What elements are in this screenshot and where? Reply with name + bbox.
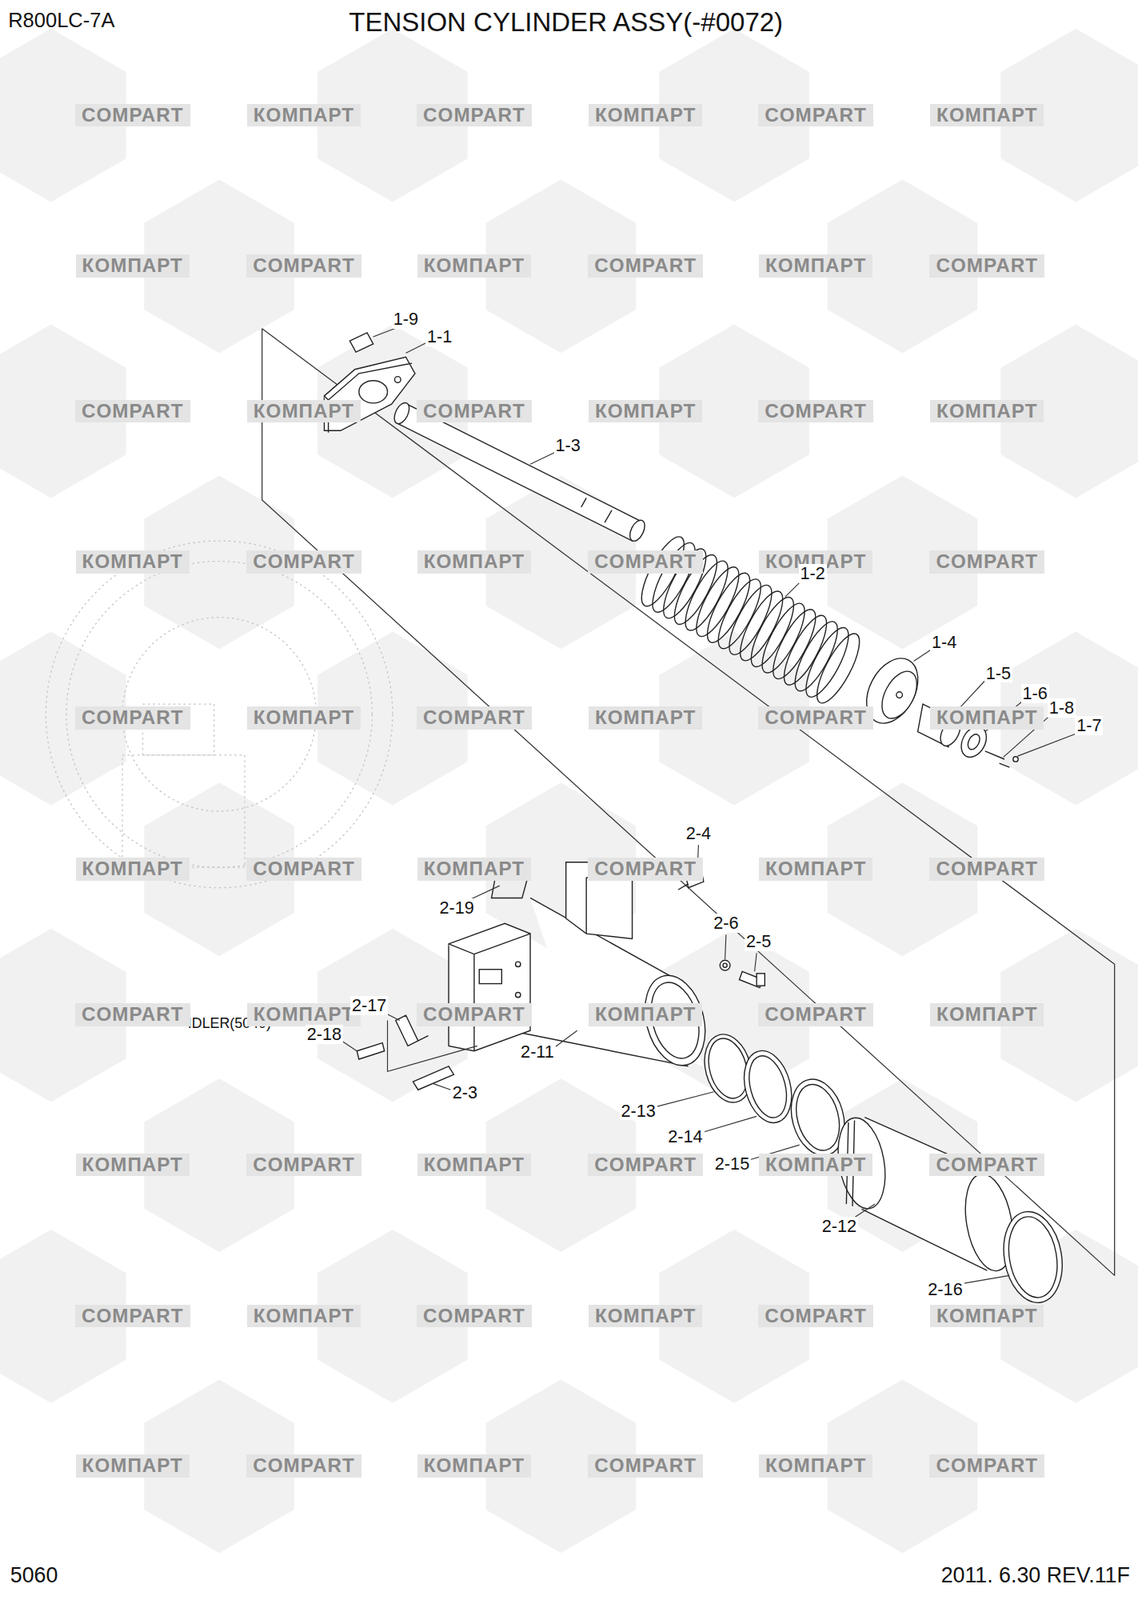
- callout-number: 1-5: [984, 663, 1013, 683]
- watermark: COMPART: [416, 103, 532, 128]
- callout-number: 2-15: [713, 1153, 751, 1174]
- watermark: КОМПАРТ: [247, 706, 361, 730]
- watermark: КОМПАРТ: [758, 1453, 873, 1478]
- callout-number: 2-12: [820, 1216, 859, 1236]
- revision-date: 2011. 6.30 REV.11F: [941, 1563, 1131, 1587]
- watermark: КОМПАРТ: [75, 1153, 190, 1177]
- callout-number: 2-16: [926, 1279, 964, 1299]
- watermark: КОМПАРТ: [417, 550, 532, 574]
- leader-lines: [338, 326, 1079, 1283]
- watermark: COMPART: [929, 550, 1045, 574]
- watermark: COMPART: [758, 399, 874, 424]
- watermark: COMPART: [929, 1453, 1045, 1478]
- page-title: TENSION CYLINDER ASSY(-#0072): [348, 7, 783, 38]
- callout-number: 2-5: [744, 931, 773, 951]
- watermark: КОМПАРТ: [758, 857, 873, 881]
- callout-number: 1-4: [930, 632, 959, 652]
- watermark: КОМПАРТ: [930, 103, 1044, 128]
- watermark: COMPART: [75, 1002, 191, 1027]
- spring-coil: [809, 627, 868, 708]
- watermark: COMPART: [246, 1153, 362, 1177]
- callout-number: 2-13: [619, 1101, 658, 1121]
- watermark: КОМПАРТ: [930, 706, 1044, 730]
- callout-number: 1-6: [1021, 683, 1050, 703]
- watermark: COMPART: [929, 254, 1045, 278]
- watermark: COMPART: [246, 254, 362, 278]
- watermark: COMPART: [246, 550, 362, 574]
- idler-ghost: [45, 540, 393, 888]
- watermark: КОМПАРТ: [417, 1453, 532, 1478]
- watermark: COMPART: [416, 706, 532, 730]
- watermark: КОМПАРТ: [588, 706, 703, 730]
- watermark: КОМПАРТ: [247, 103, 361, 128]
- watermark: КОМПАРТ: [417, 857, 532, 881]
- page-number: 5060: [10, 1563, 59, 1587]
- watermark: КОМПАРТ: [247, 1002, 361, 1027]
- callout-number: 2-18: [305, 1024, 344, 1044]
- watermark: КОМПАРТ: [75, 857, 190, 881]
- cylinder-assembly: [356, 862, 1070, 1307]
- watermark: COMPART: [75, 399, 191, 424]
- assembly-frame: [262, 328, 1115, 1276]
- watermark: COMPART: [929, 857, 1045, 881]
- watermark: КОМПАРТ: [758, 254, 873, 278]
- watermark: COMPART: [758, 706, 874, 730]
- watermark: COMPART: [587, 1153, 703, 1177]
- callout-number: 2-19: [438, 898, 476, 918]
- callout-number: 2-6: [711, 913, 740, 933]
- watermark: КОМПАРТ: [588, 399, 703, 424]
- watermark: COMPART: [416, 1002, 532, 1027]
- watermark: COMPART: [758, 1304, 874, 1328]
- watermark: КОМПАРТ: [417, 254, 532, 278]
- watermark: COMPART: [587, 857, 703, 881]
- watermark: COMPART: [587, 550, 703, 574]
- watermark: COMPART: [246, 857, 362, 881]
- callout-number: 1-8: [1047, 698, 1076, 718]
- watermark: COMPART: [758, 1002, 874, 1027]
- watermark: COMPART: [75, 103, 191, 128]
- rod-assembly: [323, 332, 1019, 767]
- callout-number: 1-1: [425, 327, 454, 347]
- watermark: COMPART: [75, 706, 191, 730]
- callout-number: 2-17: [350, 995, 388, 1015]
- watermark: КОМПАРТ: [247, 1304, 361, 1328]
- callout-number: 1-7: [1074, 715, 1103, 735]
- callout-number: 1-9: [391, 309, 420, 329]
- watermark: COMPART: [929, 1153, 1045, 1177]
- watermark: КОМПАРТ: [75, 254, 190, 278]
- watermark: КОМПАРТ: [75, 1453, 190, 1478]
- watermark: КОМПАРТ: [588, 103, 703, 128]
- callout-number: 2-4: [684, 823, 713, 843]
- watermark: КОМПАРТ: [417, 1153, 532, 1177]
- watermark: КОМПАРТ: [930, 1304, 1044, 1328]
- callout-number: 2-3: [451, 1082, 480, 1103]
- watermark: КОМПАРТ: [588, 1002, 703, 1027]
- watermark: COMPART: [416, 399, 532, 424]
- watermark: COMPART: [416, 1304, 532, 1328]
- watermark: КОМПАРТ: [930, 1002, 1044, 1027]
- watermark: COMPART: [587, 254, 703, 278]
- watermark: КОМПАРТ: [588, 1304, 703, 1328]
- callout-number: 1-2: [798, 563, 827, 583]
- watermark-logos: [0, 28, 1138, 1554]
- watermark: COMPART: [758, 103, 874, 128]
- watermark: КОМПАРТ: [758, 1153, 873, 1177]
- callout-number: 2-11: [519, 1042, 556, 1062]
- watermark: COMPART: [246, 1453, 362, 1478]
- watermark: COMPART: [587, 1453, 703, 1478]
- watermark: КОМПАРТ: [930, 399, 1044, 424]
- watermark: КОМПАРТ: [75, 550, 190, 574]
- model-name: R800LC-7A: [7, 8, 115, 32]
- callout-number: 2-14: [666, 1126, 704, 1146]
- watermark: КОМПАРТ: [247, 399, 361, 424]
- watermark: COMPART: [75, 1304, 191, 1328]
- callout-number: 1-3: [554, 435, 583, 456]
